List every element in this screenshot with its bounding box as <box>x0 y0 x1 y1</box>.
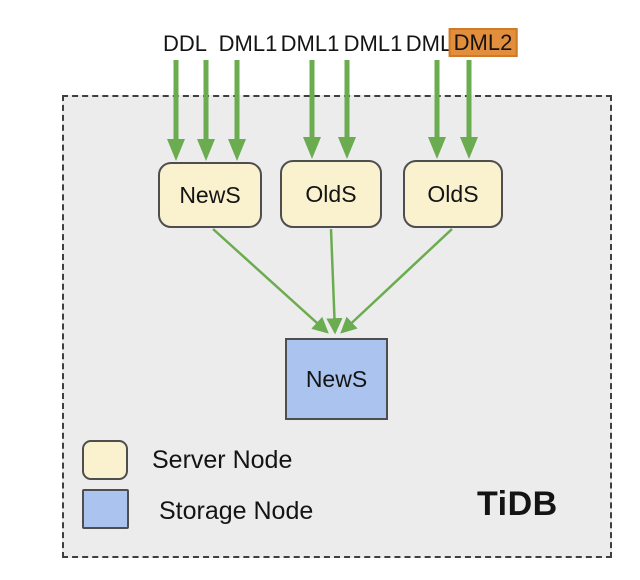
session-label-ddl: DDL <box>162 31 208 56</box>
server-node-news: NewS <box>158 162 262 228</box>
server-node-label: NewS <box>179 181 241 208</box>
server-node-swatch <box>82 440 128 480</box>
storage-node-news: NewS <box>285 338 388 420</box>
olds1-to-storage-arrow <box>326 228 343 335</box>
olds2-to-storage-arrow <box>340 228 453 334</box>
server-node-olds: OldS <box>280 160 382 228</box>
dml1-flow-arrow <box>228 60 246 161</box>
news-to-storage-arrow <box>212 228 329 334</box>
dml-flow-arrow <box>197 60 215 161</box>
dml2-flow-arrow <box>460 60 478 159</box>
session-label-dml1: DML1 <box>343 31 403 56</box>
storage-node-swatch <box>82 489 129 529</box>
dml1-flow-arrow <box>303 60 321 159</box>
session-label-dml2-highlighted: DML2 <box>448 28 518 57</box>
server-node-label: OldS <box>305 180 357 207</box>
server-node-olds: OldS <box>403 160 503 228</box>
ddl-flow-arrow <box>167 60 185 161</box>
legend-label-storage: Storage Node <box>159 497 314 525</box>
session-label-dml1: DML1 <box>280 31 340 56</box>
dml-flow-arrow <box>428 60 446 159</box>
storage-node-label: NewS <box>305 365 368 392</box>
dml1-flow-arrow <box>338 60 356 159</box>
session-label-dml1: DML1 <box>218 31 278 56</box>
session-label-dml: DML <box>405 31 453 56</box>
legend-label-server: Server Node <box>152 446 293 474</box>
server-node-label: OldS <box>427 180 479 207</box>
diagram-caption-tidb: TiDB <box>477 485 558 523</box>
